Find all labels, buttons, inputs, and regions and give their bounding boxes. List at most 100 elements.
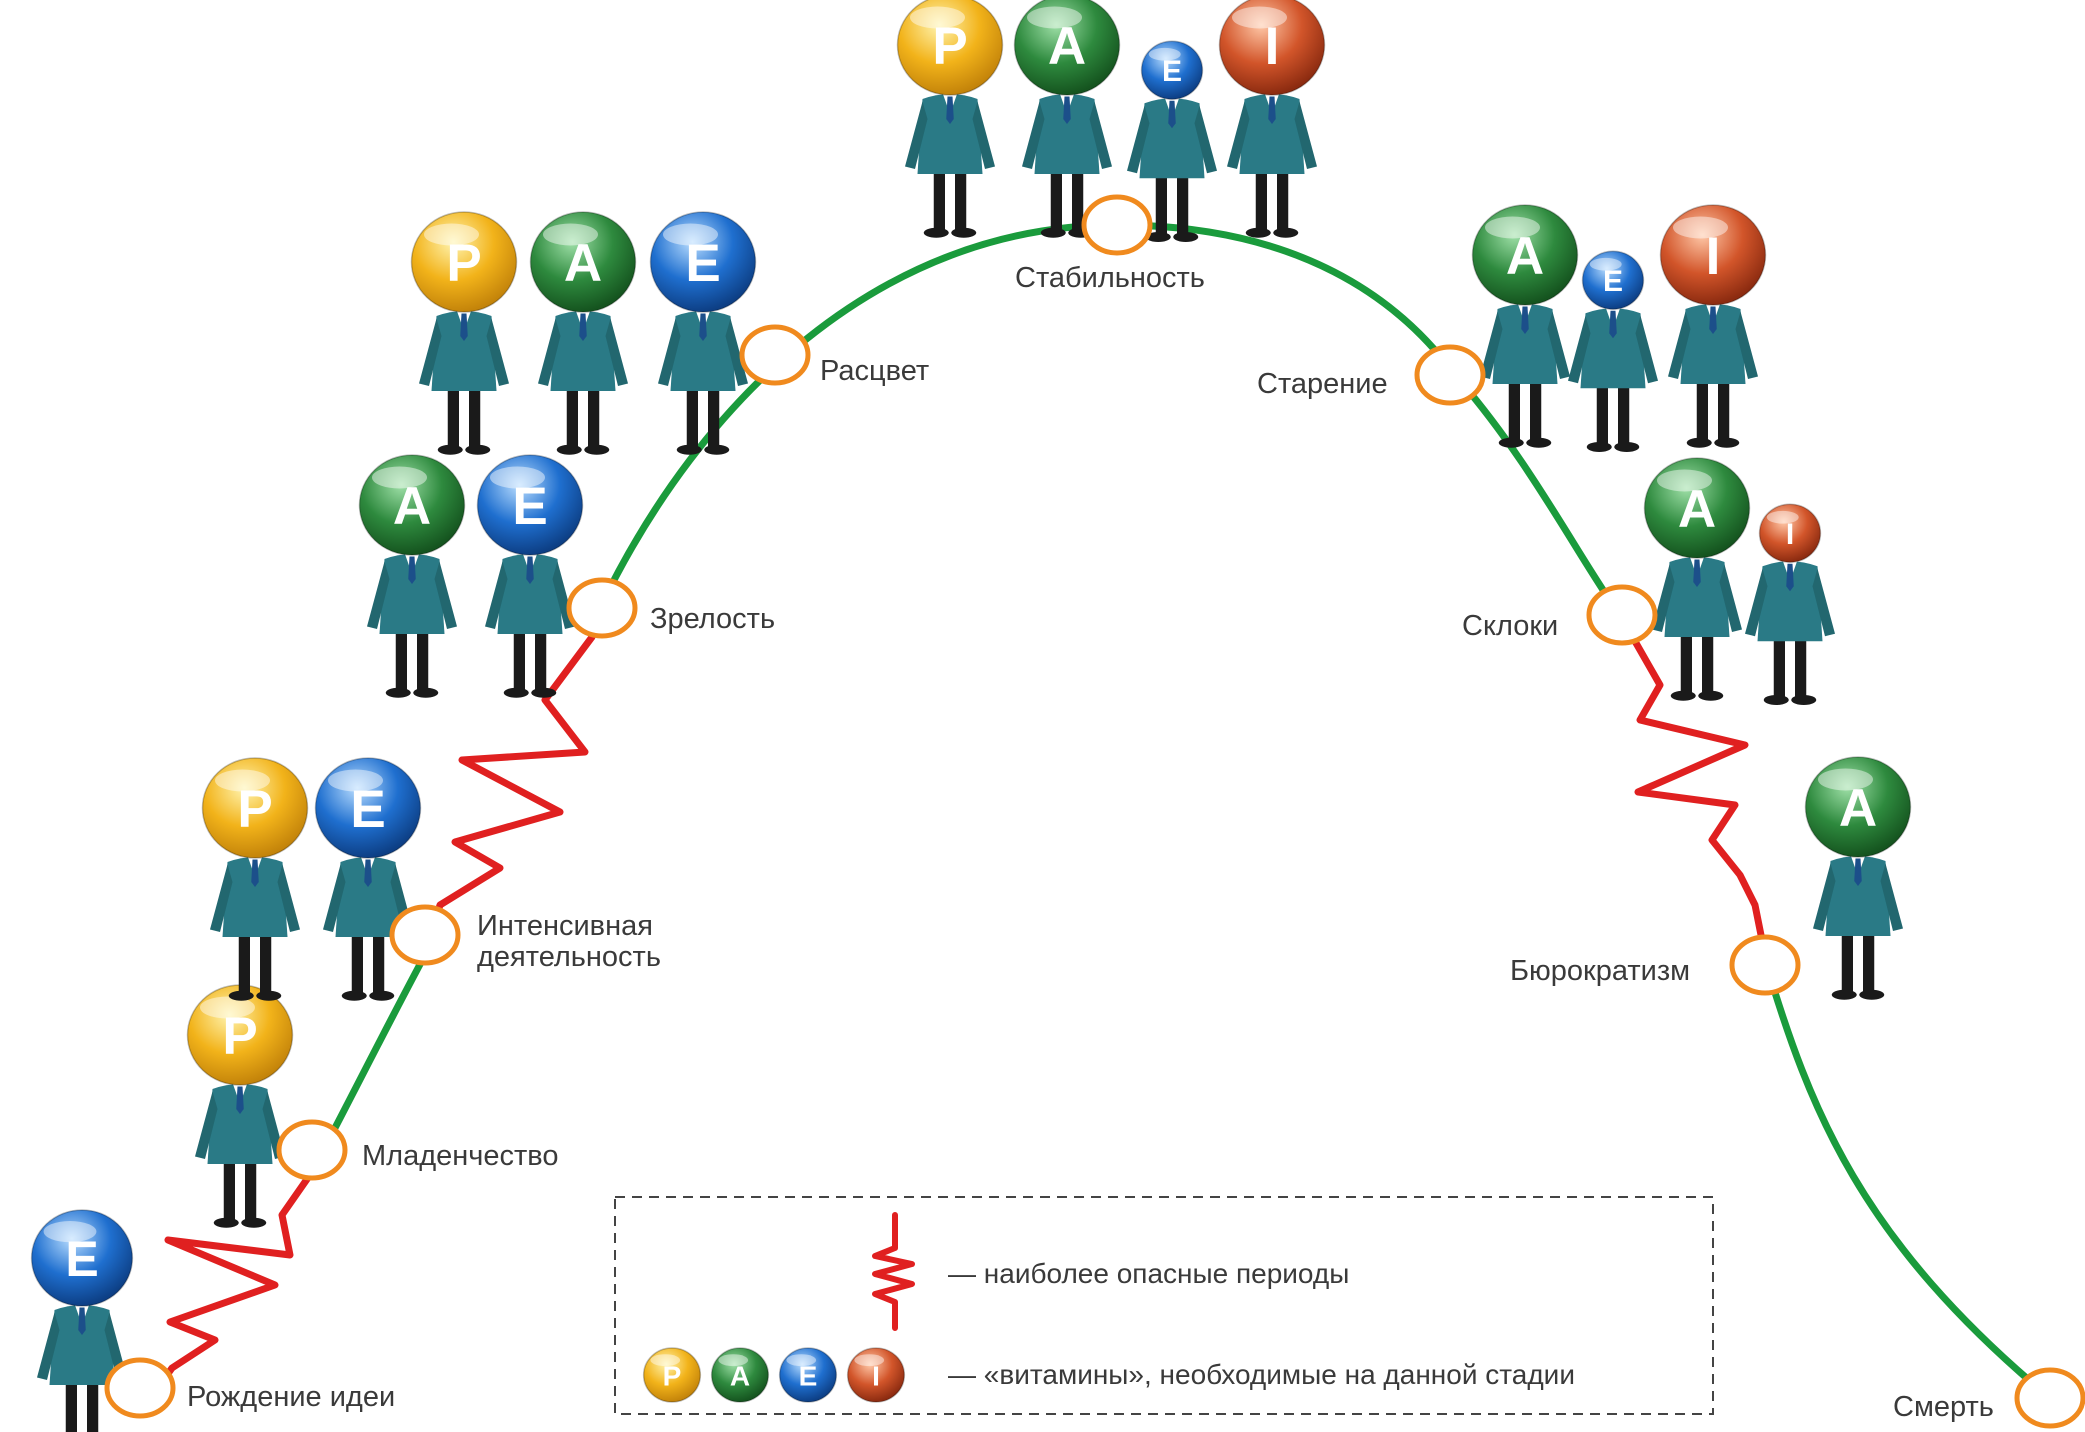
vitamin-i-head: I (1218, 0, 1326, 96)
stage-figures-1: P (186, 984, 294, 1228)
stage-label-maturity: Зрелость (650, 603, 775, 635)
vitamin-letter: I (1265, 17, 1280, 76)
vitamin-p-head: P (186, 984, 294, 1086)
person-figure: A (358, 454, 466, 698)
person-body (195, 1082, 285, 1228)
legend-vitamins-text: — «витамины», необходимые на данной стад… (948, 1359, 1575, 1390)
person-figure: P (186, 984, 294, 1228)
vitamin-a-head: A (1471, 204, 1579, 306)
stage-label-stability: Стабильность (1015, 262, 1205, 294)
person-figure: A (529, 211, 637, 455)
stage-node-7 (1586, 584, 1658, 646)
stage-node-6 (1414, 344, 1486, 406)
person-figure: E (1127, 40, 1217, 242)
person-body (538, 309, 628, 455)
person-body (1022, 92, 1112, 238)
stage-label-prime: Расцвет (820, 355, 929, 387)
legend-border (614, 1196, 1714, 1415)
person-figure: A (1013, 0, 1121, 238)
person-figure: E (1568, 250, 1658, 452)
vitamin-letter: E (685, 234, 720, 293)
vitamin-letter: A (1048, 17, 1086, 76)
vitamin-letter: A (1506, 227, 1544, 286)
vitamin-p-head: P (896, 0, 1004, 96)
stage-node-1 (276, 1119, 348, 1181)
person-figure: P (410, 211, 518, 455)
stage-label-aging: Старение (1257, 368, 1388, 400)
stage-figures-0: E (30, 1209, 134, 1432)
stage-nodes (104, 194, 2085, 1429)
stage-label-squabbles: Склоки (1462, 610, 1558, 642)
vitamin-e-head: E (1581, 250, 1645, 310)
person-figure: A (1471, 204, 1579, 448)
vitamin-a-head: A (1013, 0, 1121, 96)
vitamin-p-head: P (410, 211, 518, 313)
person-body (1568, 306, 1658, 452)
stage-node-9 (2014, 1367, 2085, 1429)
stage-label-infancy: Младенчество (362, 1140, 559, 1172)
person-figure: A (1804, 756, 1912, 1000)
vitamin-letter: A (730, 1360, 750, 1391)
vitamin-e-head: E (1140, 40, 1204, 100)
vitamin-letter: P (446, 234, 481, 293)
vitamin-letter: P (663, 1360, 682, 1391)
person-body (1227, 92, 1317, 238)
vitamin-letter: A (564, 234, 602, 293)
stage-figures-8: A (1804, 756, 1912, 1000)
vitamin-a-head: A (1804, 756, 1912, 858)
curve-safe-segment-bureaucracy-death (1761, 956, 2054, 1402)
vitamin-letter: I (872, 1360, 880, 1391)
person-body (210, 855, 300, 1001)
vitamin-p-head: P (201, 757, 309, 859)
legend-danger-zigzag (872, 1212, 915, 1331)
person-body (1745, 559, 1835, 705)
vitamin-i-head: I (1659, 204, 1767, 306)
curve-danger-segment-intensive-maturity (421, 604, 604, 959)
vitamin-a-head: A (710, 1347, 770, 1403)
person-body (1127, 96, 1217, 242)
lifecycle-curve (156, 221, 2054, 1402)
person-body (1668, 302, 1758, 448)
person-body (367, 552, 457, 698)
vitamin-letter: P (237, 780, 272, 839)
person-figure: E (314, 757, 422, 1001)
person-figure: I (1745, 503, 1835, 705)
person-body (419, 309, 509, 455)
stage-node-5 (1081, 194, 1153, 256)
person-figure: E (476, 454, 584, 698)
vitamin-a-head: A (529, 211, 637, 313)
vitamin-letter: E (512, 477, 547, 536)
stage-node-8 (1729, 934, 1801, 996)
stage-node-3 (566, 577, 638, 639)
person-body (1480, 302, 1570, 448)
vitamin-i-head: I (1758, 503, 1822, 563)
vitamin-a-head: A (1643, 457, 1751, 559)
vitamin-letter: I (1706, 227, 1721, 286)
vitamin-e-head: E (778, 1347, 838, 1403)
person-figure: E (30, 1209, 134, 1432)
stage-node-2 (389, 904, 461, 966)
stage-node-4 (739, 324, 811, 386)
stage-label-death: Смерть (1893, 1391, 1994, 1423)
person-figure: E (649, 211, 757, 455)
curve-danger-segment-birth-infancy (156, 1168, 316, 1389)
vitamin-letter: E (350, 780, 385, 839)
stage-node-0 (104, 1357, 176, 1419)
person-body (1813, 854, 1903, 1000)
vitamin-a-head: A (358, 454, 466, 556)
person-body (1652, 555, 1742, 701)
vitamin-i-head: I (846, 1347, 906, 1403)
legend-danger-text: — наиболее опасные периоды (948, 1258, 1349, 1289)
stage-label-bureaucracy: Бюрократизм (1510, 955, 1690, 987)
vitamin-letter: P (222, 1007, 257, 1066)
person-body (658, 309, 748, 455)
curve-danger-segment-squabbles-bureaucracy (1616, 611, 1769, 964)
stage-label-intensive-1: Интенсивная (477, 910, 653, 942)
